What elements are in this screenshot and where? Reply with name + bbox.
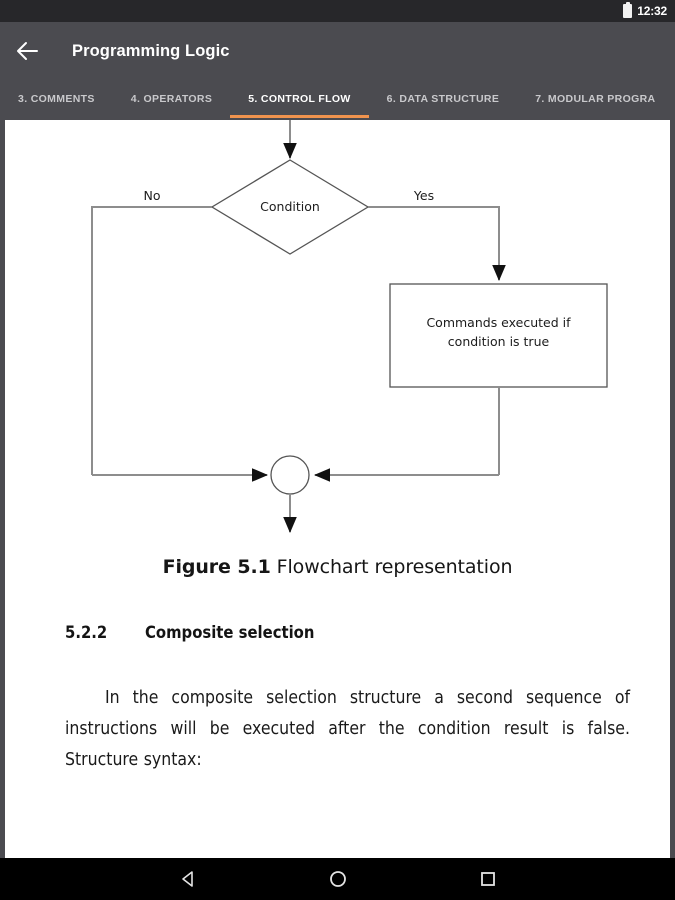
recents-square-icon	[480, 872, 495, 886]
tab-label: 3. COMMENTS	[18, 93, 95, 105]
tab-label: 4. OPERATORS	[130, 93, 213, 105]
process-node-label-line1: Commands executed if	[426, 315, 571, 330]
figure-caption-text: Flowchart representation	[276, 556, 513, 578]
home-circle-icon	[329, 871, 346, 887]
nav-recents-button[interactable]	[469, 860, 507, 898]
tab-label: 6. DATA STRUCTURE	[386, 93, 500, 105]
section-heading: 5.2.2 Composite selection	[65, 623, 625, 642]
section-number: 5.2.2	[65, 623, 108, 642]
document-page: Condition No Yes Commands executed if co…	[5, 120, 670, 858]
page-title: Programming Logic	[72, 41, 230, 60]
android-navigation-bar	[0, 858, 675, 900]
tab-label: 5. CONTROL FLOW	[248, 93, 351, 105]
app-bar: Programming Logic	[0, 22, 675, 80]
decision-node-label: Condition	[260, 199, 320, 214]
status-bar-clock: 12:32	[637, 4, 667, 18]
edge-label-yes: Yes	[413, 188, 434, 203]
nav-home-button[interactable]	[319, 860, 357, 898]
body-paragraph: In the composite selection structure a s…	[65, 688, 630, 770]
figure-number: Figure 5.1	[162, 556, 271, 578]
process-node	[389, 283, 608, 388]
tab-operators[interactable]: 4. OPERATORS	[113, 80, 230, 118]
tab-active-indicator	[230, 115, 369, 118]
status-bar-right: 12:32	[623, 2, 667, 18]
edge-false-branch	[91, 206, 212, 475]
tab-modular-programming[interactable]: 7. MODULAR PROGRA	[517, 80, 673, 118]
tab-label: 7. MODULAR PROGRA	[535, 93, 656, 105]
merge-junction-node	[270, 455, 310, 495]
edge-label-no: No	[144, 188, 161, 203]
back-triangle-icon	[181, 871, 193, 887]
nav-back-button[interactable]	[169, 860, 207, 898]
tab-control-flow[interactable]: 5. CONTROL FLOW	[230, 80, 369, 118]
document-viewer[interactable]: Condition No Yes Commands executed if co…	[0, 118, 675, 858]
figure-caption: Figure 5.1 Flowchart representation	[5, 556, 670, 578]
process-node-label-line2: condition is true	[448, 334, 550, 349]
tab-bar[interactable]: 3. COMMENTS 4. OPERATORS 5. CONTROL FLOW…	[0, 80, 675, 118]
tab-comments[interactable]: 3. COMMENTS	[0, 80, 113, 118]
status-bar: 12:32	[0, 0, 675, 22]
tab-data-structure[interactable]: 6. DATA STRUCTURE	[369, 80, 518, 118]
back-arrow-icon	[17, 42, 38, 60]
battery-icon	[623, 2, 633, 18]
edge-true-branch	[368, 206, 506, 281]
back-button[interactable]	[0, 24, 54, 78]
flowchart-diagram: Condition No Yes Commands executed if co…	[91, 120, 608, 533]
section-title: Composite selection	[145, 623, 315, 642]
decision-node	[210, 159, 370, 255]
